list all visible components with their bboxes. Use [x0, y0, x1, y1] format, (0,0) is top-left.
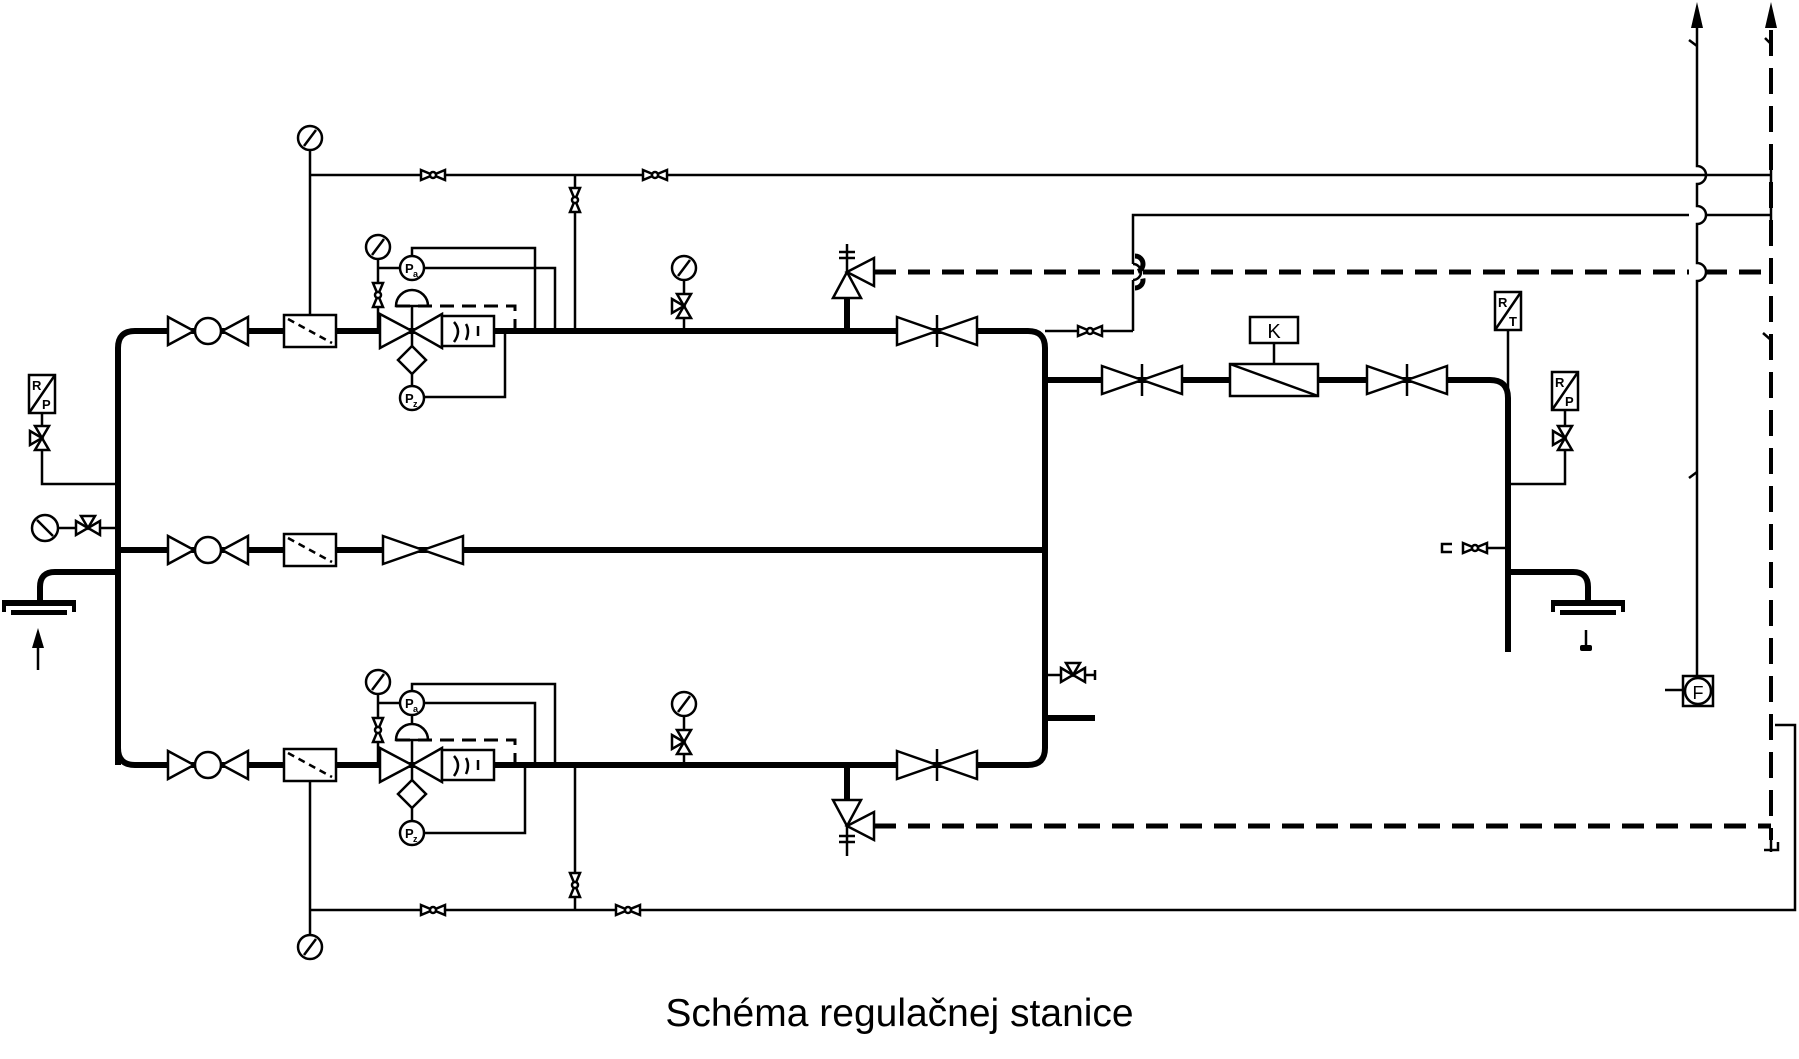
svg-text:a: a — [413, 704, 419, 714]
lower-needle-valve-1-icon[interactable] — [419, 903, 447, 917]
outlet-drain-icon — [1580, 630, 1592, 651]
top-filter-icon — [282, 313, 338, 349]
bottom-silencer-icon — [440, 748, 496, 782]
top-line-gauge-icon — [670, 254, 698, 282]
actuator-k-box — [1248, 315, 1300, 345]
bottom-sensor-pa: P a — [398, 689, 426, 717]
top-gate-valve-icon[interactable] — [895, 313, 979, 349]
top-regulator-needle-valve-icon[interactable] — [371, 281, 385, 309]
middle-ball-valve-icon[interactable] — [166, 534, 250, 566]
bottom-ball-valve-icon[interactable] — [166, 749, 250, 781]
bottom-line-gauge-icon — [670, 690, 698, 718]
svg-text:P: P — [405, 261, 414, 276]
upper-needle-valve-1-icon[interactable] — [419, 168, 447, 182]
top-pressure-regulator[interactable] — [378, 288, 496, 390]
svg-text:z: z — [413, 834, 418, 844]
dashed-outlet-arrow-icon — [1765, 2, 1777, 28]
lower-needle-valve-2-icon[interactable] — [614, 903, 642, 917]
signal-line-vertical — [1695, 20, 1708, 675]
inlet-header — [115, 328, 165, 765]
inlet-recorder-valve-icon[interactable] — [28, 424, 51, 452]
svg-text:P: P — [42, 397, 51, 412]
svg-text:T: T — [1509, 314, 1517, 329]
svg-text:P: P — [405, 391, 414, 406]
top-regulator-gauge-icon — [364, 233, 392, 261]
svg-text:P: P — [405, 696, 414, 711]
svg-text:R: R — [1555, 375, 1565, 390]
svg-text:P: P — [405, 826, 414, 841]
bottom-pressure-regulator[interactable] — [378, 715, 496, 820]
bottom-filter-gauge-icon — [296, 933, 324, 961]
svg-text:R: R — [32, 378, 42, 393]
svg-text:z: z — [413, 399, 418, 409]
top-sensor-pz: P z — [398, 384, 426, 412]
upper-vertical-needle-valve-icon[interactable] — [568, 186, 582, 214]
gas-meter: K — [1228, 315, 1320, 398]
middle-gate-valve-icon[interactable] — [381, 534, 465, 566]
outlet-branch — [1508, 569, 1591, 600]
inlet-arrow-icon — [32, 628, 44, 670]
bottom-regulator-gauge-icon — [364, 668, 392, 696]
bottom-regulator-needle-valve-icon[interactable] — [371, 716, 385, 744]
outlet-recorder-valve-icon[interactable] — [1551, 424, 1574, 452]
middle-filter-icon — [282, 532, 338, 568]
outlet-pipe — [1045, 377, 1511, 652]
inlet-header-bottom — [115, 700, 165, 768]
top-ball-valve-icon[interactable] — [166, 315, 250, 347]
bottom-safety-relief-valve[interactable] — [830, 765, 876, 856]
bottom-gauge-valve-icon[interactable] — [670, 728, 693, 756]
top-safety-relief-valve[interactable] — [830, 244, 876, 331]
bottom-sensor-pz: P z — [398, 819, 426, 847]
actuator-k-label: K — [1267, 321, 1281, 343]
outlet-flange — [1551, 600, 1625, 606]
signal-outlet-arrow-icon — [1691, 2, 1703, 28]
top-gauge-valve-icon[interactable] — [670, 292, 693, 320]
lower-vertical-needle-valve-icon[interactable] — [568, 871, 582, 899]
lower-instrument-line — [310, 723, 1797, 912]
outlet-sample-valve-icon[interactable] — [1461, 541, 1489, 555]
second-instrument-line — [1131, 213, 1771, 331]
top-filter-gauge-icon — [296, 124, 324, 152]
inlet-gauge-icon — [30, 513, 60, 543]
bottom-filter-icon — [282, 747, 338, 783]
outlet-gate-valve-1-icon[interactable] — [1100, 362, 1184, 398]
outlet-gate-valve-2-icon[interactable] — [1365, 362, 1449, 398]
diagram-caption: Schéma regulačnej stanice — [665, 992, 1134, 1035]
header-vent-valve-icon[interactable] — [1059, 661, 1087, 684]
svg-text:a: a — [413, 269, 419, 279]
svg-text:R: R — [1498, 295, 1508, 310]
bottom-gate-valve-icon[interactable] — [895, 747, 979, 783]
upper-needle-valve-2-icon[interactable] — [641, 168, 669, 182]
recorder-rp-outlet: R P — [1550, 370, 1580, 412]
flow-meter: F — [1681, 674, 1715, 708]
recorder-rp-inlet: R P — [27, 373, 57, 415]
inlet-flange — [2, 600, 76, 606]
svg-text:P: P — [1565, 394, 1574, 409]
top-sensor-pa: P a — [398, 254, 426, 282]
inlet-gauge-valve-icon[interactable] — [74, 514, 102, 537]
svg-text:F: F — [1693, 683, 1704, 703]
recorder-rt: R T — [1493, 290, 1523, 332]
inlet-pipe — [37, 569, 118, 600]
bypass-needle-valve-icon[interactable] — [1076, 324, 1104, 338]
